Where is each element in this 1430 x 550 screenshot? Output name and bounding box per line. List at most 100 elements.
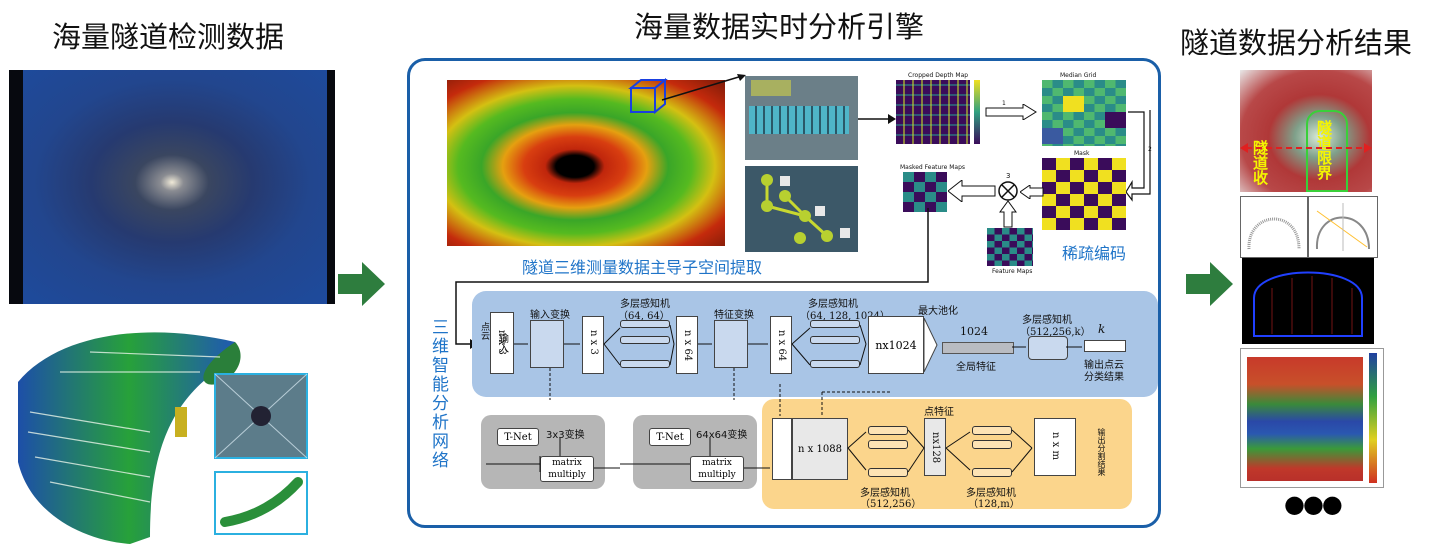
hollow-arrow-icon [1126, 110, 1151, 202]
n64b-label: n x 64 [776, 330, 787, 362]
matmul2a: matrix [702, 458, 732, 468]
mlp1-dims: （64, 64） [618, 311, 670, 322]
mlp-bar [810, 336, 860, 344]
tunnel-pointcloud-image [9, 70, 335, 304]
nxm-label: n x m [1050, 432, 1061, 460]
ellipsis: ●●● [1284, 490, 1343, 518]
mlp5-dims: （128,m） [968, 499, 1020, 510]
left-title: 海量隧道检测数据 [52, 20, 285, 54]
feature-map [987, 228, 1033, 266]
n3-label: n x 3 [496, 330, 507, 355]
mask-map [1042, 158, 1126, 230]
nxm-box [1034, 418, 1076, 476]
sparse-coding-label: 稀疏编码 [1062, 244, 1127, 263]
nx1024-box: nx1024 [868, 316, 924, 374]
deformation-heatmap [1240, 348, 1384, 488]
n3b-box [582, 316, 604, 374]
tunnel-3d-model-image [18, 332, 308, 544]
mlp4-label: 多层感知机 [860, 488, 910, 499]
mlp3-label: 多层感知机 [1022, 315, 1072, 326]
mlp-bar [620, 336, 670, 344]
mlp-bar [868, 440, 908, 449]
cross-section-plot-1 [1240, 196, 1308, 258]
matmul2b: multiply [698, 470, 736, 480]
tnet2-box: T-Net [649, 428, 691, 446]
feature-transform-box [714, 320, 748, 368]
tunnel-profile-plot [1242, 258, 1374, 344]
nx128-label: nx128 [930, 432, 941, 464]
matmul1a: matrix [552, 458, 582, 468]
mlp-bar [972, 440, 1012, 449]
cropped-depth-map [896, 80, 970, 144]
hollow-arrow-icon [948, 180, 996, 202]
multiply-icon [998, 181, 1018, 201]
matmul2-box: matrix multiply [690, 456, 744, 482]
graph-thumbnail [745, 166, 858, 252]
mlp2-dims: （64, 128, 1024） [800, 311, 890, 322]
cross-section-plot-2 [1308, 196, 1378, 258]
seg-input-left [772, 418, 792, 480]
engine-frame [407, 58, 1161, 528]
center-title: 海量数据实时分析引擎 [634, 10, 925, 44]
flow-lines-lower [486, 384, 1033, 473]
flow-lines [514, 324, 1082, 400]
pointer-arrow-icon [661, 74, 746, 101]
mlp-bar [972, 426, 1012, 435]
n64-box [676, 316, 698, 374]
point-feature-label: 点特征 [924, 407, 954, 418]
output-bar [1084, 340, 1126, 352]
mlp-bar [810, 320, 860, 328]
mlp-bar [972, 468, 1012, 477]
feature-maps-label: Feature Maps [992, 268, 1033, 275]
global-feature-bar [942, 342, 1014, 354]
median-grid-map [1042, 80, 1126, 146]
nx128-box [924, 418, 946, 476]
input-v2: 点云 [479, 322, 489, 340]
n3b-label: n x 3 [588, 330, 599, 355]
voxel-thumbnail [745, 76, 858, 160]
tunnel-heatmap-image [447, 80, 725, 246]
tr64-label: 64x64变换 [696, 430, 748, 441]
mlp-bar [868, 426, 908, 435]
n1088-box: n x 1088 [792, 418, 848, 480]
network-label: 三维智能分析网络 [428, 318, 448, 470]
tr33-label: 3x3变换 [546, 430, 585, 441]
colorbar [974, 80, 980, 144]
input-box: 输入 [490, 312, 514, 374]
input-transform-box [530, 320, 564, 368]
input-v1: 输入 [496, 333, 508, 353]
mlp3-box [1028, 336, 1068, 360]
maxpool-label: 最大池化 [918, 306, 958, 317]
tunnel-clearance-image: 隧道收 隧道限界 [1240, 70, 1372, 192]
flow-arrow-icon [338, 262, 385, 306]
step-1-label: 1 [1002, 100, 1006, 107]
out-cls-2: 分类结果 [1084, 372, 1124, 383]
masked-feature-label: Masked Feature Maps [900, 164, 966, 171]
tnet1-box: T-Net [497, 428, 539, 446]
mlp4-dims: （512,256） [860, 499, 922, 510]
gf-1024-label: 1024 [960, 325, 988, 338]
dashed-arrow-icon [1240, 143, 1372, 153]
input-transform-label: 输入变换 [530, 310, 570, 321]
hollow-arrow-icon [985, 104, 1037, 120]
step-3-label: 3 [1006, 172, 1011, 180]
n64b-box [770, 316, 792, 374]
mlp-bar [810, 360, 860, 368]
out-cls-1: 输出点云 [1084, 360, 1124, 371]
flow-arrow-icon [1186, 262, 1233, 306]
right-title: 隧道数据分析结果 [1180, 26, 1413, 60]
hollow-arrow-icon [1020, 185, 1044, 199]
left-tag: 隧道收 [1251, 140, 1269, 185]
matmul1b: multiply [548, 470, 586, 480]
mlp-bar [868, 468, 908, 477]
mlp-bar [620, 320, 670, 328]
matmul1-box: matrix multiply [540, 456, 594, 482]
feature-transform-label: 特征变换 [714, 310, 754, 321]
extract-label: 隧道三维测量数据主导子空间提取 [522, 258, 763, 277]
mlp-bar [620, 360, 670, 368]
k-label: k [1098, 322, 1106, 336]
mlp5-label: 多层感知机 [966, 488, 1016, 499]
mlp2-label: 多层感知机 [808, 299, 858, 310]
median-grid-label: Median Grid [1060, 72, 1097, 79]
n64-label: n x 64 [682, 330, 693, 362]
